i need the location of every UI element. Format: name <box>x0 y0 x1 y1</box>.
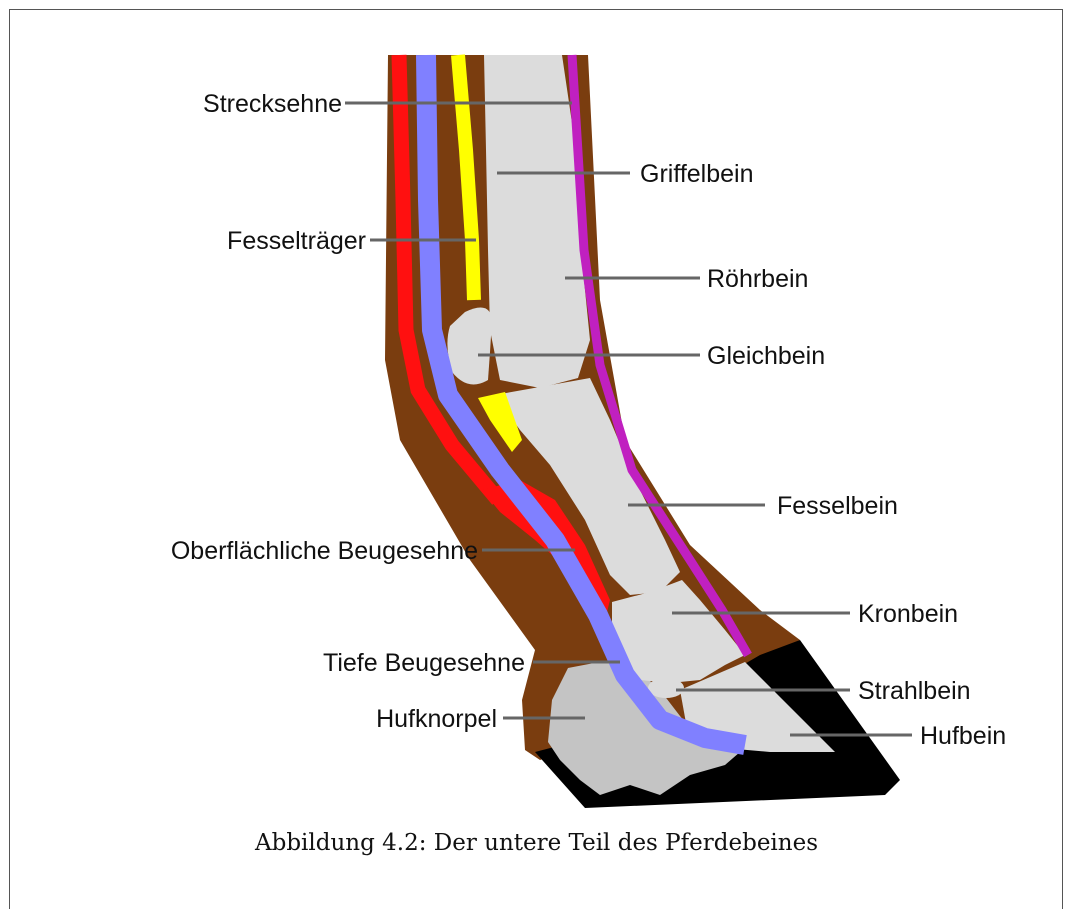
horse-leg-diagram: Strecksehne Griffelbein Fesselträger Röh… <box>0 0 1073 830</box>
label-roehrbein: Röhrbein <box>707 265 808 293</box>
label-fesseltraeger: Fesselträger <box>227 227 366 255</box>
label-kronbein: Kronbein <box>858 600 958 628</box>
navicular-bone <box>648 678 684 698</box>
label-strahlbein: Strahlbein <box>858 677 971 705</box>
label-gleichbein: Gleichbein <box>707 342 825 370</box>
label-oberflaechliche-beugesehne: Oberflächliche Beugesehne <box>171 537 478 565</box>
label-griffelbein: Griffelbein <box>640 160 754 188</box>
label-fesselbein: Fesselbein <box>777 492 898 520</box>
label-tiefe-beugesehne: Tiefe Beugesehne <box>323 649 525 677</box>
label-strecksehne: Strecksehne <box>203 90 342 118</box>
label-hufbein: Hufbein <box>920 722 1006 750</box>
label-hufknorpel: Hufknorpel <box>376 705 497 733</box>
figure-caption: Abbildung 4.2: Der untere Teil des Pferd… <box>0 830 1073 856</box>
